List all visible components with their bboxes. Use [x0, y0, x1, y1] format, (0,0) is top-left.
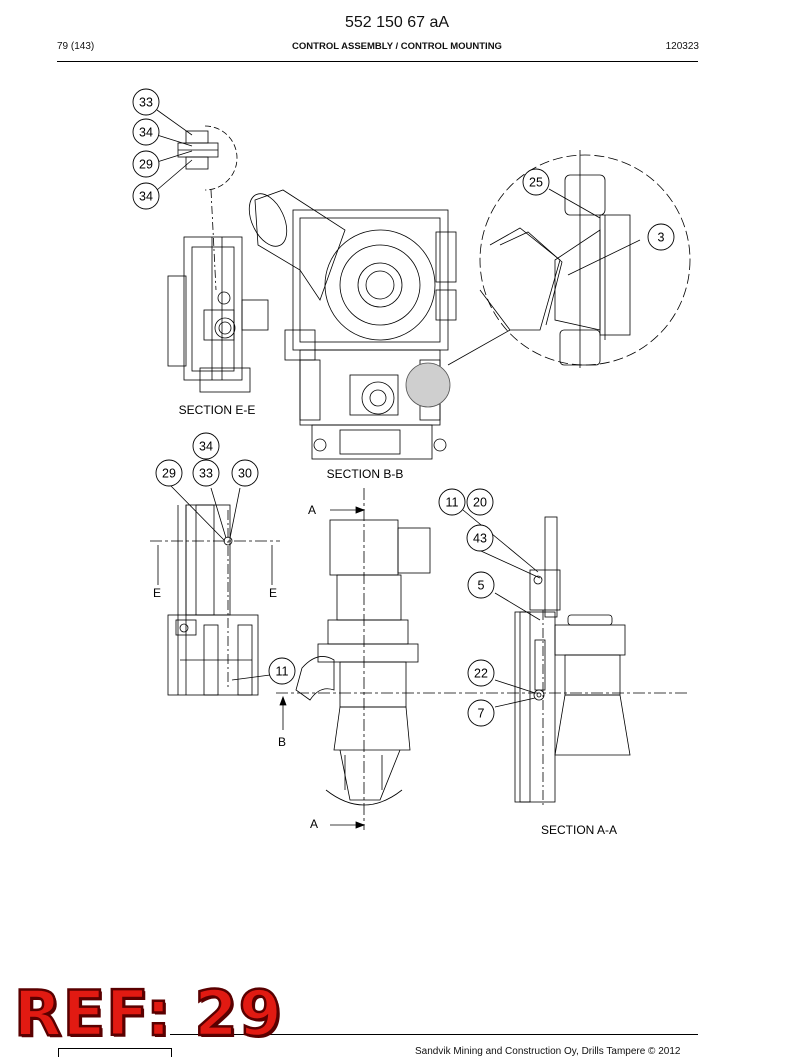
svg-text:22: 22 [474, 667, 488, 681]
document-number: 552 150 67 aA [344, 14, 450, 31]
callout-33-mid: 33 [192, 459, 220, 487]
callout-34-mid: 34 [192, 432, 220, 460]
callout-43: 43 [466, 524, 494, 552]
svg-text:29: 29 [139, 158, 153, 172]
footer-rule [170, 1034, 698, 1035]
callout-11-top: 11 [438, 488, 466, 516]
svg-text:20: 20 [473, 496, 487, 510]
svg-text:33: 33 [199, 467, 213, 481]
cut-marker-b: B [278, 735, 286, 749]
callout-29-top: 29 [132, 150, 160, 178]
header-rule [57, 61, 698, 62]
footer-copyright: Sandvik Mining and Construction Oy, Dril… [415, 1046, 681, 1057]
callout-3: 3 [647, 223, 675, 251]
svg-text:43: 43 [473, 532, 487, 546]
callout-5: 5 [467, 571, 495, 599]
callout-balloons: 33 34 29 34 25 3 34 29 [132, 88, 675, 727]
callout-25: 25 [522, 168, 550, 196]
cut-marker-a-bottom: A [310, 817, 318, 831]
callout-33: 33 [132, 88, 160, 116]
callout-7: 7 [467, 699, 495, 727]
leader-lines [156, 109, 641, 708]
callout-30: 30 [231, 459, 259, 487]
svg-text:29: 29 [162, 467, 176, 481]
cut-marker-e-left: E [153, 586, 161, 600]
page-number: 79 (143) [57, 41, 95, 52]
svg-text:30: 30 [238, 467, 252, 481]
callout-34-lower: 34 [132, 182, 160, 210]
svg-text:5: 5 [478, 579, 485, 593]
svg-text:33: 33 [139, 96, 153, 110]
callout-20: 20 [466, 488, 494, 516]
svg-text:7: 7 [478, 707, 485, 721]
callout-11-lower: 11 [268, 657, 296, 685]
svg-text:25: 25 [529, 176, 543, 190]
section-ee-label: SECTION E-E [179, 403, 256, 417]
svg-text:3: 3 [658, 231, 665, 245]
cut-marker-a-top: A [308, 503, 316, 517]
callout-22: 22 [467, 659, 495, 687]
svg-text:34: 34 [139, 190, 153, 204]
svg-text:34: 34 [199, 440, 213, 454]
callout-34-top: 34 [132, 118, 160, 146]
svg-text:34: 34 [139, 126, 153, 140]
callout-29-mid: 29 [155, 459, 183, 487]
ref-stamp: REF: 29 [13, 977, 283, 1050]
section-aa-label: SECTION A-A [541, 823, 617, 837]
cut-marker-e-right: E [269, 586, 277, 600]
svg-text:11: 11 [276, 665, 289, 679]
page-title: CONTROL ASSEMBLY / CONTROL MOUNTING [292, 41, 502, 52]
drawing-linework [150, 125, 691, 830]
document-code: 120323 [665, 41, 699, 52]
svg-text:11: 11 [446, 496, 459, 510]
section-bb-label: SECTION B-B [327, 467, 404, 481]
